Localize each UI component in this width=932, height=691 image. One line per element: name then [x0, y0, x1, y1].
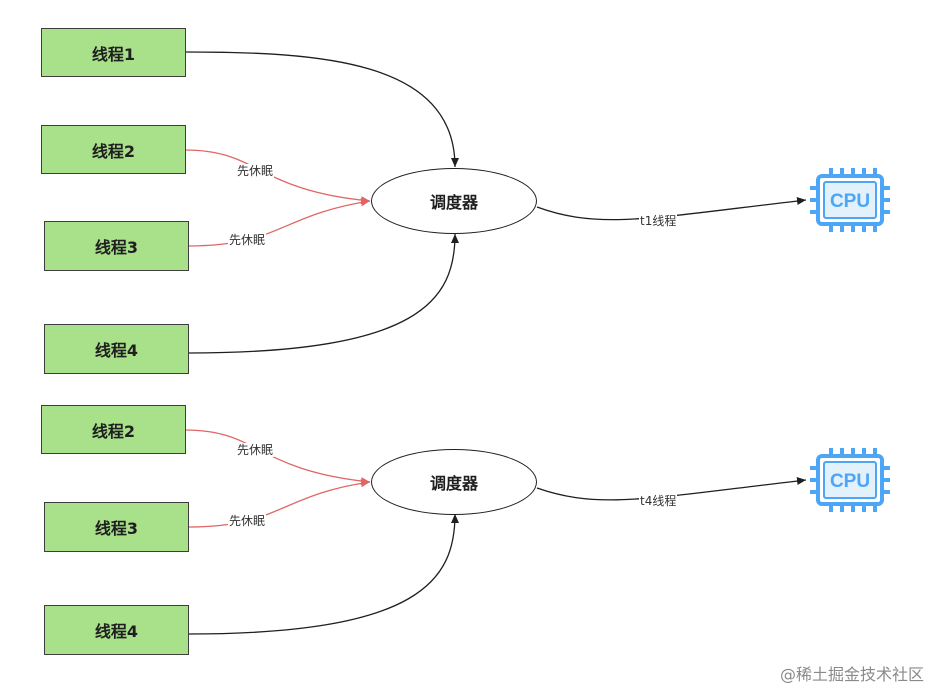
- output-edge-label: t4线程: [639, 494, 678, 508]
- edge-scheduler-to-cpu-2: [536, 477, 807, 501]
- sleep-edge-label: 先休眠: [236, 443, 275, 457]
- edge-thread1-to-scheduler: [184, 51, 459, 168]
- sleep-edge-label: 先休眠: [228, 233, 267, 247]
- thread-label: 线程3: [94, 238, 139, 257]
- edge-thread3b-to-scheduler: [187, 479, 371, 528]
- thread-box: 线程3: [44, 502, 189, 552]
- edge-thread3-to-scheduler: [187, 198, 371, 247]
- thread-box: 线程1: [41, 28, 186, 77]
- thread-label: 线程2: [91, 421, 136, 441]
- scheduler-label: 调度器: [429, 474, 478, 493]
- cpu-label: CPU: [830, 191, 870, 212]
- thread-box: 线程3: [44, 221, 189, 271]
- thread-label: 线程4: [94, 341, 139, 360]
- cpu-icon: CPU: [810, 448, 890, 512]
- scheduler-node: 调度器: [371, 168, 537, 234]
- edge-thread2b-to-scheduler: [184, 429, 371, 486]
- cpu-label: CPU: [830, 471, 870, 492]
- thread-label: 线程2: [91, 141, 136, 161]
- edge-thread4b-to-scheduler: [187, 513, 459, 635]
- thread-box: 线程2: [41, 405, 186, 454]
- scheduler-node: 调度器: [371, 449, 537, 515]
- edge-thread4-to-scheduler: [187, 233, 459, 354]
- output-edge-label: t1线程: [639, 214, 678, 228]
- watermark: @稀土掘金技术社区: [779, 665, 924, 684]
- sleep-edge-label: 先休眠: [236, 164, 275, 178]
- edge-scheduler-to-cpu-1: [536, 197, 807, 221]
- edge-thread2-to-scheduler: [184, 149, 371, 205]
- thread-box: 线程4: [44, 324, 189, 374]
- thread-label: 线程3: [94, 519, 139, 538]
- thread-box: 线程2: [41, 125, 186, 174]
- thread-label: 线程4: [94, 622, 139, 641]
- scheduler-label: 调度器: [429, 193, 478, 212]
- thread-box: 线程4: [44, 605, 189, 655]
- sleep-edge-label: 先休眠: [228, 514, 267, 528]
- thread-label: 线程1: [91, 44, 136, 64]
- cpu-icon: CPU: [810, 168, 890, 232]
